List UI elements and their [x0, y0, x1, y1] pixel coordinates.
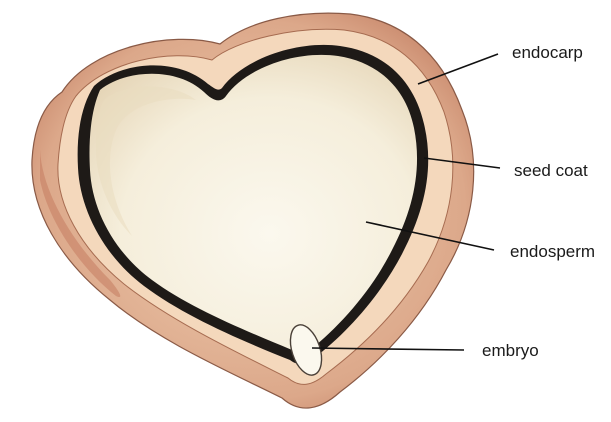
endosperm-label: endosperm [510, 242, 595, 261]
embryo-label: embryo [482, 341, 539, 360]
endocarp-label: endocarp [512, 43, 583, 62]
seed-coat-label: seed coat [514, 161, 588, 180]
